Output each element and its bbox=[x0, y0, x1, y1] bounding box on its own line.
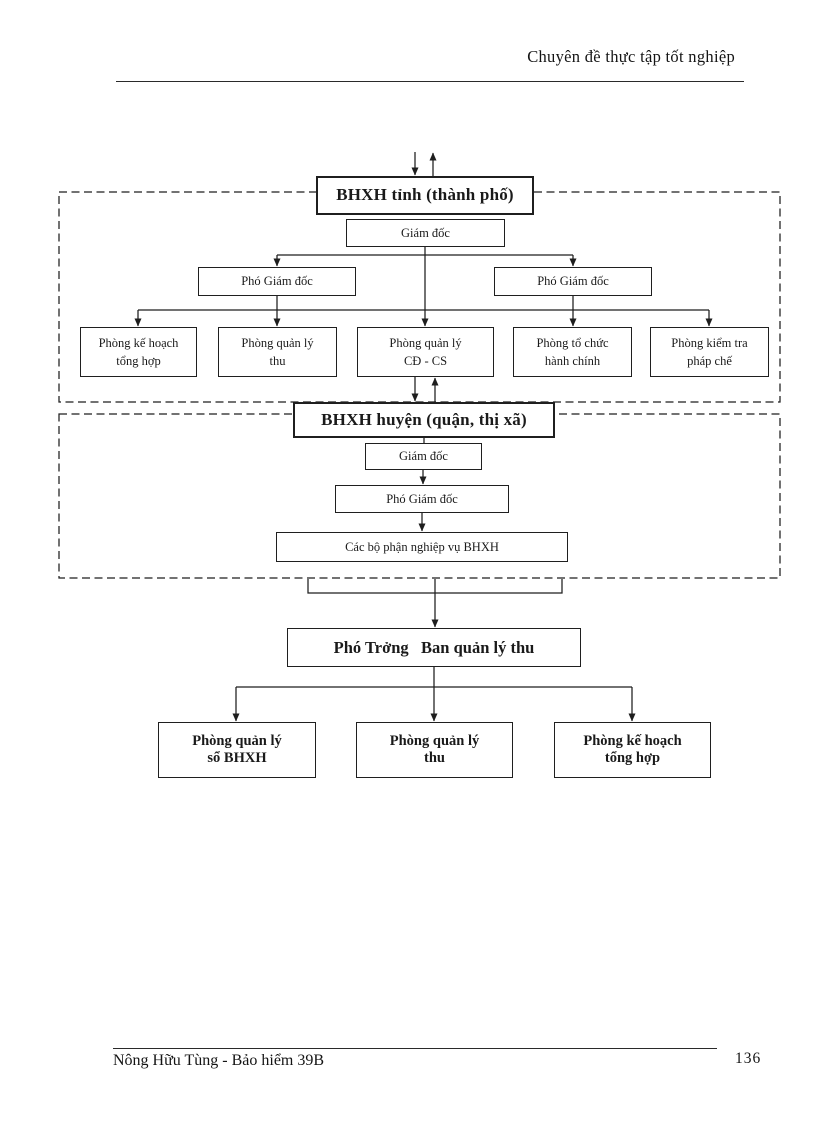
dept-label-line2: hành chính bbox=[544, 354, 601, 368]
dept-label-line1: Phòng quản lý bbox=[389, 732, 480, 749]
node-province-director: Giám đốc bbox=[346, 219, 505, 247]
dept-label-line2: CĐ - CS bbox=[403, 354, 448, 368]
node-district-director: Giám đốc bbox=[365, 443, 482, 470]
dept-label-line2: tổng hợp bbox=[604, 750, 661, 766]
page-header-title: Chuyên đề thực tập tốt nghiệp bbox=[527, 47, 735, 66]
node-dept-legal-inspection: Phòng kiểm tra pháp chế bbox=[650, 327, 769, 377]
connector-lines bbox=[134, 152, 713, 722]
footer-rule bbox=[113, 1048, 717, 1049]
dept-label-line2: thu bbox=[424, 750, 445, 766]
footer-author: Nông Hữu Tùng - Bảo hiểm 39B bbox=[113, 1052, 325, 1069]
node-district-units: Các bộ phận nghiệp vụ BHXH bbox=[276, 532, 568, 562]
node-dept-policy: Phòng quản lý CĐ - CS bbox=[357, 327, 494, 377]
node-dept-collection: Phòng quản lý thu bbox=[218, 327, 337, 377]
dept-label-line2: thu bbox=[269, 354, 286, 368]
node-board-dept-planning: Phòng kế hoạch tổng hợp bbox=[554, 722, 711, 778]
footer-page-number: 136 bbox=[735, 1050, 762, 1067]
dept-label-line2: sổ BHXH bbox=[207, 750, 267, 766]
header-rule bbox=[116, 81, 744, 82]
dashed-regions bbox=[58, 191, 781, 579]
node-board-head: Phó Trởng Ban quản lý thu bbox=[287, 628, 581, 667]
dashed-region-district bbox=[58, 413, 781, 579]
dept-label-line1: Phòng kiểm tra bbox=[671, 335, 748, 350]
node-bhxh-district: BHXH huyện (quận, thị xã) bbox=[293, 402, 555, 438]
dept-label-line1: Phòng quản lý bbox=[241, 335, 314, 350]
node-province-deputy-left: Phó Giám đốc bbox=[198, 267, 356, 296]
dept-label-line2: pháp chế bbox=[687, 354, 732, 368]
dept-label-line2: tổng hợp bbox=[116, 354, 161, 368]
node-bhxh-province: BHXH tỉnh (thành phố) bbox=[316, 176, 534, 215]
node-dept-admin: Phòng tổ chức hành chính bbox=[513, 327, 632, 377]
node-province-deputy-right: Phó Giám đốc bbox=[494, 267, 652, 296]
node-board-dept-collection: Phòng quản lý thu bbox=[356, 722, 513, 778]
node-dept-planning: Phòng kế hoạch tổng hợp bbox=[80, 327, 197, 377]
dept-label-line1: Phòng kế hoạch bbox=[98, 335, 179, 350]
dept-label-line1: Phòng kế hoạch bbox=[583, 732, 682, 749]
node-board-dept-books: Phòng quản lý sổ BHXH bbox=[158, 722, 316, 778]
dept-label-line1: Phòng quản lý bbox=[192, 732, 282, 749]
dept-label-line1: Phòng quản lý bbox=[389, 335, 462, 350]
dept-label-line1: Phòng tổ chức bbox=[536, 335, 609, 350]
node-district-deputy: Phó Giám đốc bbox=[335, 485, 509, 513]
